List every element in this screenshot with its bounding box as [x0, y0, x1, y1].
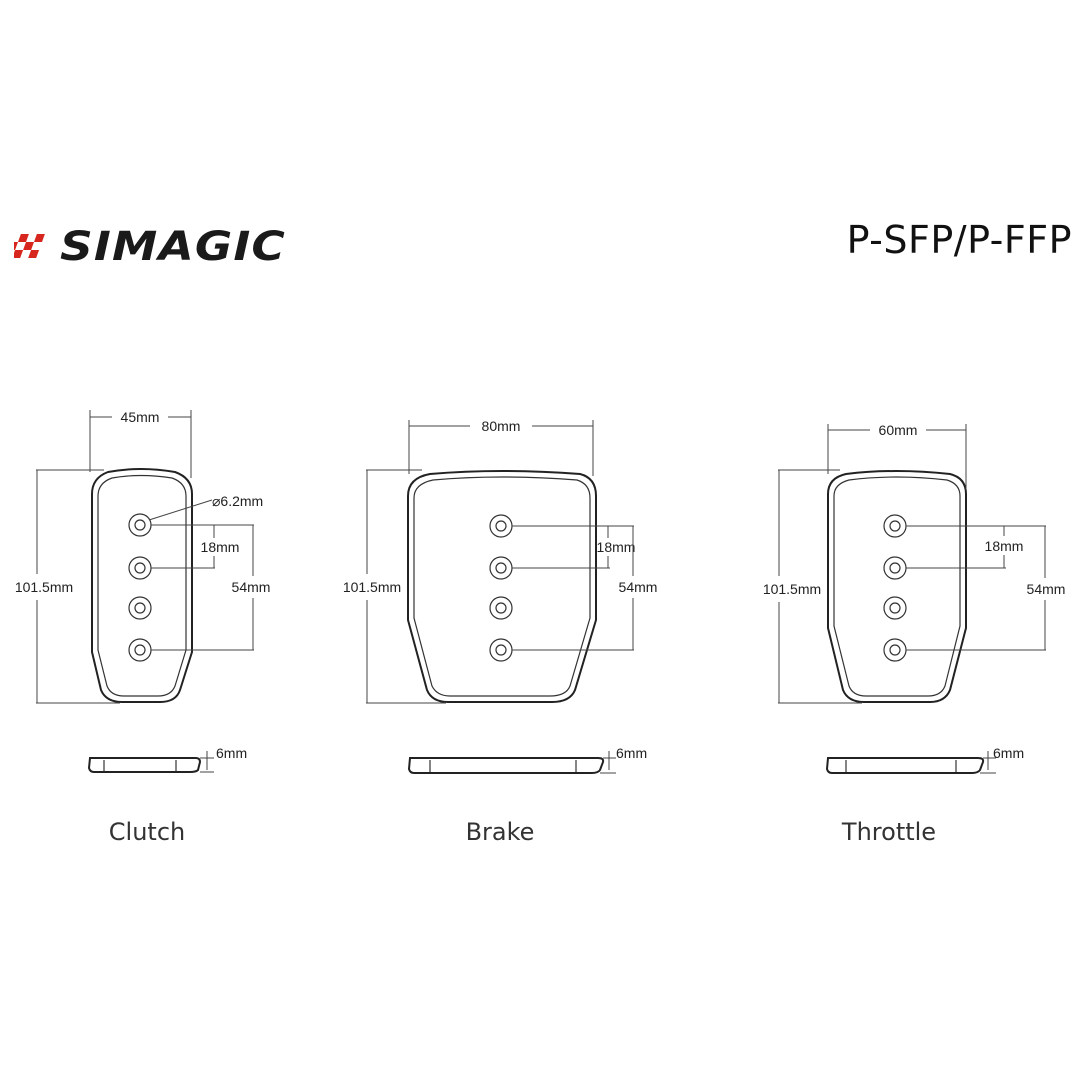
clutch-hole-1: [128, 513, 152, 537]
brake-spacing-label: 18mm: [597, 539, 636, 555]
clutch-hole-diameter-label: ⌀6.2mm: [212, 493, 263, 509]
clutch-face-inner: [97, 474, 187, 697]
throttle-width-label: 60mm: [879, 422, 918, 438]
throttle-hole-3: [883, 596, 907, 620]
pedal-throttle: 60mm 101.5mm 18mm 54mm: [763, 422, 1066, 846]
brake-face-inner: [413, 476, 591, 697]
brake-holes: [489, 514, 513, 662]
clutch-span-label: 54mm: [232, 579, 271, 595]
throttle-spacing-dimensions: 18mm 54mm: [906, 525, 1066, 651]
throttle-spacing-label: 18mm: [985, 538, 1024, 554]
throttle-span-label: 54mm: [1027, 581, 1066, 597]
brake-hole-4: [489, 638, 513, 662]
model-title: P-SFP/P-FFP: [846, 218, 1072, 262]
simagic-logo: SIMAGIC: [14, 224, 286, 268]
throttle-hole-2: [883, 556, 907, 580]
logo-wordmark: SIMAGIC: [60, 224, 286, 268]
brake-hole-2: [489, 556, 513, 580]
brake-hole-1: [489, 514, 513, 538]
brake-thickness-label: 6mm: [616, 745, 647, 761]
clutch-face-outline: [91, 468, 193, 703]
clutch-hole-4: [128, 638, 152, 662]
clutch-thickness-label: 6mm: [216, 745, 247, 761]
clutch-side-view: 6mm: [87, 745, 247, 773]
pedal-brake: 80mm 101.5mm 18mm 54mm: [343, 418, 658, 846]
brake-height-label: 101.5mm: [343, 579, 401, 595]
clutch-spacing-label: 18mm: [201, 539, 240, 555]
throttle-height-dimension: 101.5mm: [763, 469, 862, 704]
brake-spacing-dimensions: 18mm 54mm: [512, 525, 658, 651]
pedal-clutch: 45mm 101.5mm ⌀6.2mm 18m: [15, 409, 271, 846]
brake-span-label: 54mm: [619, 579, 658, 595]
clutch-width-dimension: 45mm: [89, 409, 192, 478]
throttle-face-inner: [833, 476, 961, 697]
throttle-side-view: 6mm: [825, 745, 1024, 774]
brake-width-label: 80mm: [482, 418, 521, 434]
throttle-face-outline: [827, 470, 967, 703]
brake-side-view: 6mm: [407, 745, 647, 774]
logo-checker-mark: [14, 234, 45, 258]
clutch-height-dimension: 101.5mm: [15, 469, 120, 704]
clutch-hole-2: [128, 556, 152, 580]
throttle-name: Throttle: [841, 818, 936, 846]
clutch-width-label: 45mm: [121, 409, 160, 425]
throttle-thickness-label: 6mm: [993, 745, 1024, 761]
clutch-holes: [128, 513, 152, 662]
brake-hole-3: [489, 596, 513, 620]
throttle-width-dimension: 60mm: [827, 422, 967, 490]
throttle-hole-4: [883, 638, 907, 662]
throttle-height-label: 101.5mm: [763, 581, 821, 597]
clutch-name: Clutch: [109, 818, 185, 846]
brake-width-dimension: 80mm: [408, 418, 594, 476]
brake-height-dimension: 101.5mm: [343, 469, 446, 704]
brake-name: Brake: [466, 818, 535, 846]
throttle-holes: [883, 514, 907, 662]
clutch-hole-diameter-callout: ⌀6.2mm: [148, 493, 263, 521]
brake-face-outline: [407, 470, 597, 703]
clutch-spacing-dimensions: 18mm 54mm: [151, 524, 271, 651]
clutch-height-label: 101.5mm: [15, 579, 73, 595]
clutch-hole-3: [128, 596, 152, 620]
throttle-hole-1: [883, 514, 907, 538]
